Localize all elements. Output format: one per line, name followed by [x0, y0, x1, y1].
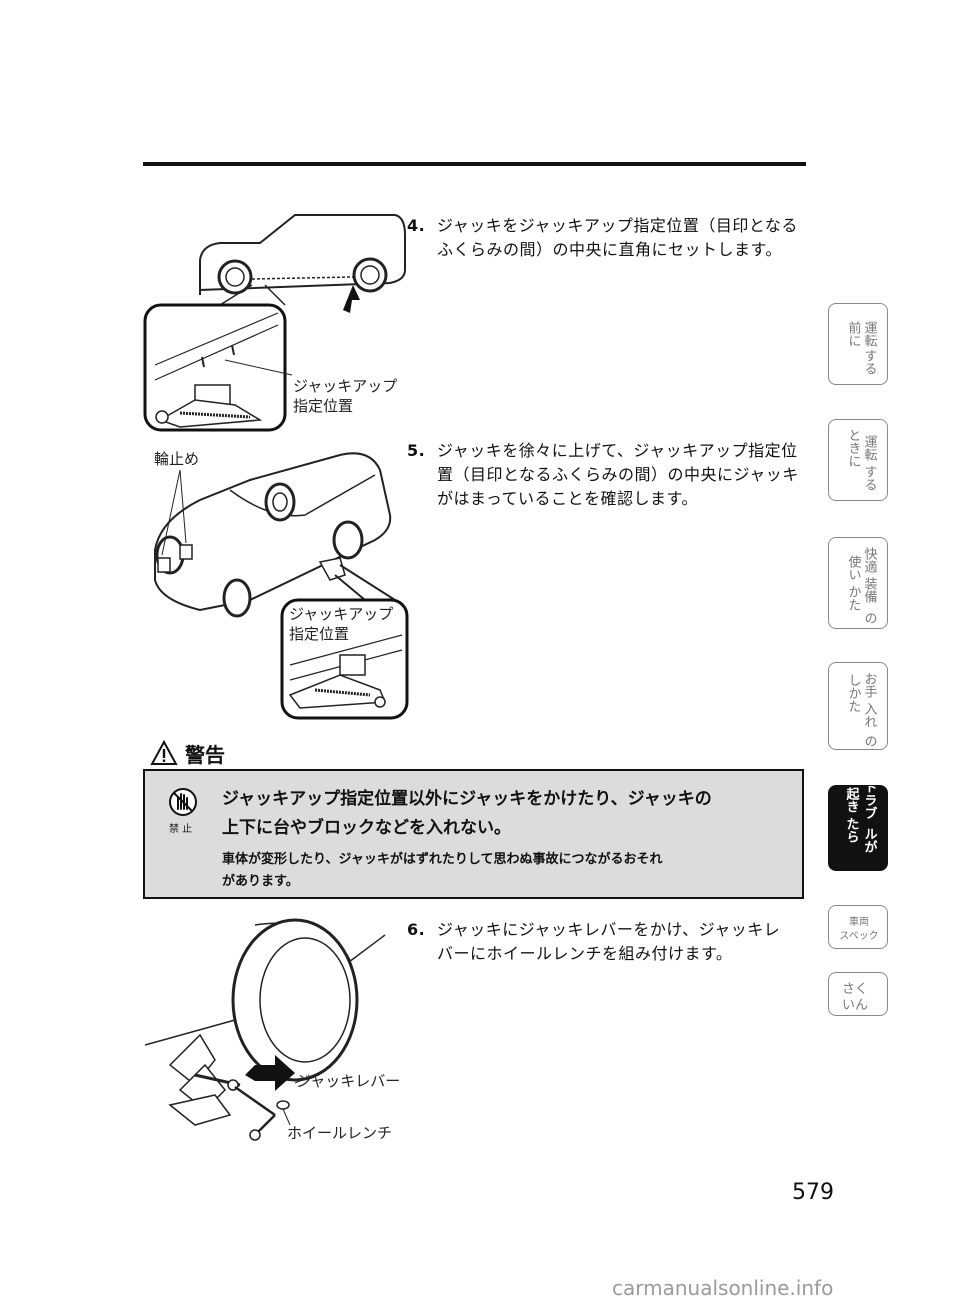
tab-before-driving[interactable]: 運転 前に する [828, 303, 888, 385]
page-number: 579 [792, 1180, 834, 1205]
svg-text:使い: 使い [846, 554, 862, 581]
warning-title-text: 警告 [185, 743, 225, 767]
prohibition-hand-icon [169, 788, 197, 816]
svg-text:する: する [862, 465, 877, 491]
svg-text:しかた: しかた [846, 674, 861, 713]
svg-text:装備: 装備 [862, 577, 878, 603]
svg-text:ときに: ときに [846, 429, 861, 468]
car-side-jackpoint-figure [143, 214, 406, 432]
warning-triangle-icon [150, 740, 178, 765]
step-number: 4. [407, 216, 426, 235]
tab-vehicle-specs[interactable]: 車両 スペック [828, 905, 888, 949]
wheel-chock-label: 輪止め [154, 450, 200, 468]
tab-index[interactable]: さく いん [828, 972, 888, 1016]
step-number: 5. [407, 441, 426, 460]
svg-text:の: の [862, 735, 877, 748]
car-perspective-jackpoint-figure [154, 452, 409, 720]
warning-title: 警告 [150, 738, 350, 767]
step-6: 6. ジャッキにジャッキレバーをかけ、ジャッキレ バーにホイールレンチを組み付け… [407, 920, 781, 963]
svg-text:快適: 快適 [862, 547, 878, 573]
svg-text:スペック: スペック [839, 930, 878, 942]
svg-text:お手: お手 [862, 672, 878, 698]
svg-text:入れ: 入れ [862, 702, 878, 728]
jackup-point-label-1: ジャッキアップ 指定位置 [293, 377, 398, 415]
step-number: 6. [407, 920, 426, 939]
svg-text:する: する [862, 349, 877, 375]
jackup-point-label-2: ジャッキアップ 指定位置 [289, 605, 394, 643]
svg-text:運転: 運転 [862, 435, 878, 462]
svg-text:トラブ: トラブ [862, 786, 877, 820]
prohibition-label: 禁 止 [169, 824, 193, 835]
svg-text:たら: たら [844, 817, 859, 843]
svg-text:前に: 前に [846, 320, 862, 347]
tab-comfort-equipment[interactable]: 快適 装備 使い かた の [828, 537, 888, 629]
svg-text:さく: さく [842, 982, 868, 997]
jack-lever-wrench-figure [145, 918, 386, 1141]
step-4: 4. ジャッキをジャッキアップ指定位置（目印となる ふくらみの間）の中央に直角に… [407, 216, 798, 259]
svg-text:の: の [862, 612, 877, 625]
tab-while-driving[interactable]: 運転 ときに する [828, 419, 888, 501]
wheel-wrench-label: ホイールレンチ [287, 1124, 393, 1142]
svg-text:車両: 車両 [849, 915, 869, 928]
tab-maintenance[interactable]: お手 入れ しかた の [828, 662, 888, 750]
svg-text:運転: 運転 [862, 321, 878, 348]
svg-text:いん: いん [842, 998, 868, 1013]
watermark: carmanualsonline.info [612, 1276, 834, 1300]
step-5: 5. ジャッキを徐々に上げて、ジャッキアップ指定位 置（目印となるふくらみの間）… [407, 441, 799, 508]
svg-text:ルが: ルが [862, 827, 878, 853]
header-rule [143, 162, 806, 166]
warning-body: 車体が変形したり、ジャッキがはずれたりして思わぬ事故につながるおそれ があります… [222, 852, 663, 889]
tab-troubleshooting[interactable]: トラブ ルが 起き たら [828, 785, 888, 871]
svg-text:起き: 起き [844, 786, 861, 813]
warning-headline: ジャッキアップ指定位置以外にジャッキをかけたり、ジャッキの 上下に台やブロックな… [222, 789, 712, 838]
warning-box: 禁 止 ジャッキアップ指定位置以外にジャッキをかけたり、ジャッキの 上下に台やブ… [143, 769, 804, 899]
jack-lever-label: ジャッキレバー [296, 1072, 401, 1090]
svg-text:かた: かた [846, 585, 861, 611]
